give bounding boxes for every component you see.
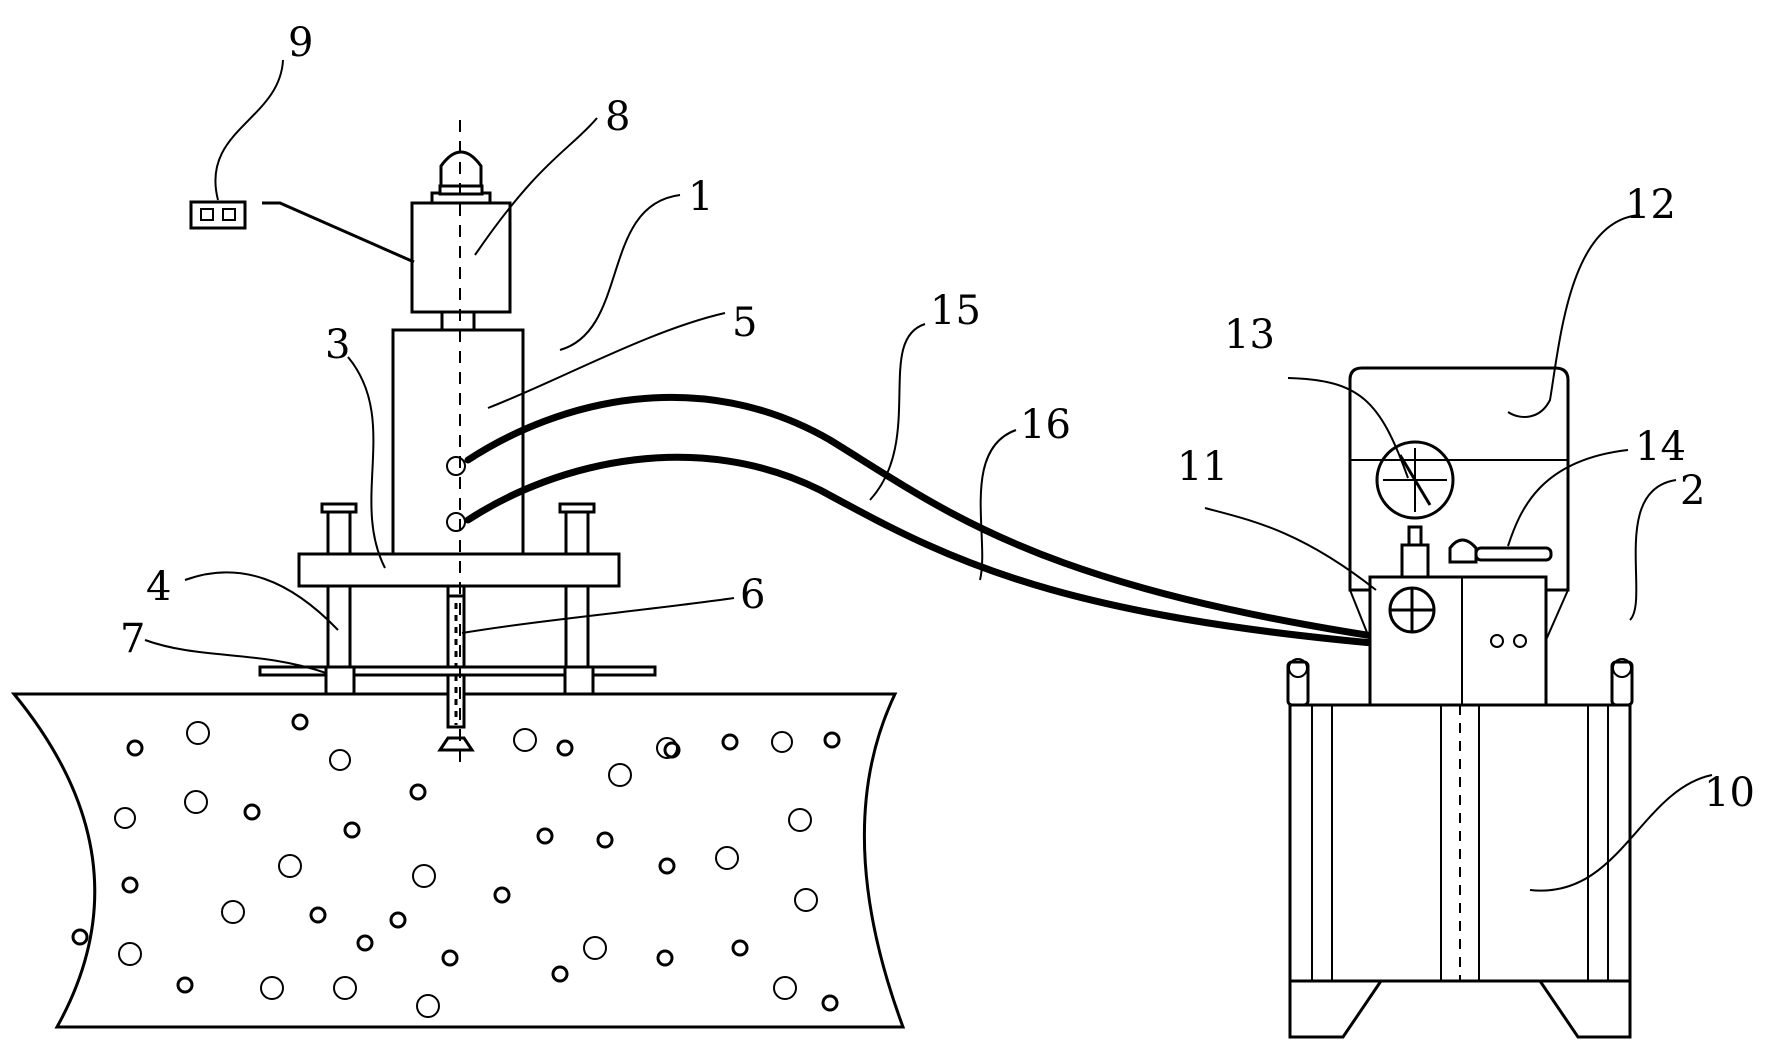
label-1: 1 <box>688 174 713 220</box>
aggregate-particle <box>291 713 309 731</box>
aggregate-particle <box>176 976 194 994</box>
concrete-base <box>10 692 906 1029</box>
label-8: 8 <box>605 94 630 140</box>
aggregate-particle <box>556 739 574 757</box>
aggregate-particle <box>441 949 459 967</box>
bolt-collar <box>446 584 466 598</box>
label-10: 10 <box>1704 770 1755 816</box>
label-7: 7 <box>120 616 145 662</box>
aggregate-particle <box>329 749 351 771</box>
label-6: 6 <box>740 572 765 618</box>
label-16: 16 <box>1020 402 1071 448</box>
label-2: 2 <box>1680 468 1705 514</box>
aggregate-particle <box>656 949 674 967</box>
aggregate-particle <box>608 763 632 787</box>
aggregate-particle <box>721 733 739 751</box>
aggregate-particle <box>663 741 681 759</box>
leader-lines <box>144 59 1713 892</box>
aggregate-particle <box>493 886 511 904</box>
aggregate-particle <box>333 976 357 1000</box>
aggregate-particle <box>343 821 361 839</box>
label-5: 5 <box>732 300 757 346</box>
label-9: 9 <box>288 20 313 66</box>
aggregate-particle <box>823 731 841 749</box>
aggregate-particle <box>71 928 89 946</box>
aggregate-particle <box>656 737 678 759</box>
aggregate-particle <box>221 900 245 924</box>
data-reader <box>189 200 415 264</box>
label-3: 3 <box>325 322 350 368</box>
label-4: 4 <box>146 564 171 610</box>
aggregate-particle <box>821 994 839 1012</box>
aggregate-particle <box>114 807 136 829</box>
aggregate-particle <box>788 808 812 832</box>
aggregate-particle <box>513 728 537 752</box>
aggregate-particle <box>412 864 436 888</box>
aggregate-particle <box>596 831 614 849</box>
aggregate-particle <box>658 857 676 875</box>
aggregate-particle <box>260 976 284 1000</box>
label-11: 11 <box>1177 444 1228 490</box>
aggregate-particle <box>416 994 440 1018</box>
aggregate-particle <box>731 939 749 957</box>
aggregate-particle <box>121 876 139 894</box>
aggregate-particle <box>536 827 554 845</box>
label-12: 12 <box>1625 182 1676 228</box>
aggregate-particle <box>409 783 427 801</box>
aggregate-particle <box>278 854 302 878</box>
aggregate-particle <box>186 721 210 745</box>
aggregate-particle <box>794 888 818 912</box>
aggregate-particle <box>309 906 327 924</box>
displacement-sensor <box>410 150 512 332</box>
aggregate-particle <box>389 911 407 929</box>
aggregate-particle <box>715 846 739 870</box>
aggregate-particle <box>771 731 793 753</box>
aggregate-particles <box>71 713 841 1018</box>
aggregate-particle <box>118 942 142 966</box>
label-15: 15 <box>930 288 981 334</box>
aggregate-particle <box>773 976 797 1000</box>
label-14: 14 <box>1635 424 1686 470</box>
pump-station <box>1286 366 1634 1039</box>
anchor-bolt <box>437 575 475 752</box>
aggregate-particle <box>356 934 374 952</box>
aggregate-particle <box>126 739 144 757</box>
aggregate-particle <box>583 936 607 960</box>
label-13: 13 <box>1224 312 1275 358</box>
aggregate-particle <box>243 803 261 821</box>
aggregate-particle <box>184 790 208 814</box>
aggregate-particle <box>551 965 569 983</box>
hydraulic-hoses <box>464 393 1494 656</box>
